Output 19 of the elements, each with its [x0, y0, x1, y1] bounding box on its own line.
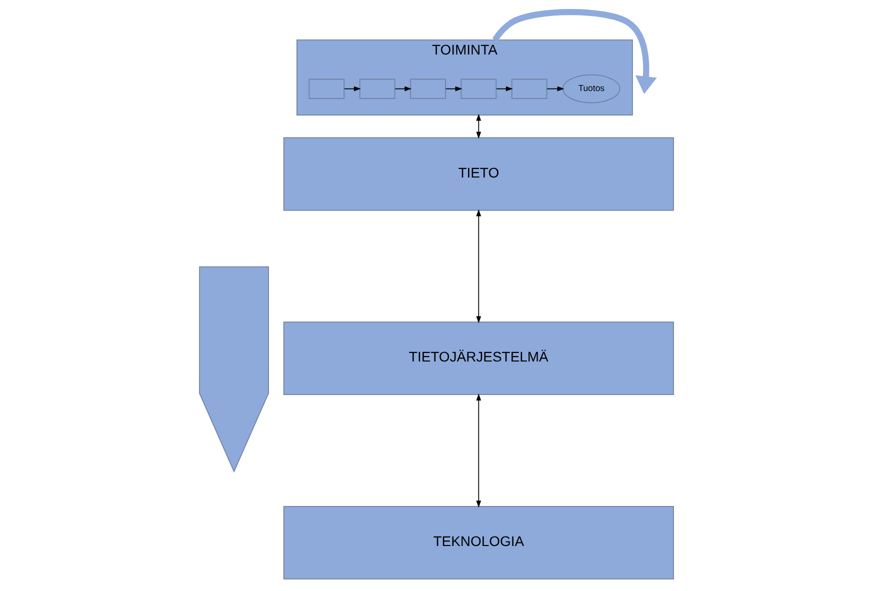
node-box [358, 78, 395, 99]
node-arrow [198, 266, 268, 473]
arrow [476, 114, 481, 139]
arrow [492, 9, 656, 94]
arrow [476, 209, 481, 324]
node-box [308, 78, 344, 99]
node-ellipse: Tuotos [562, 74, 620, 104]
arrow [444, 86, 462, 92]
arrow [546, 86, 564, 92]
node-box [410, 78, 446, 99]
arrow [394, 86, 412, 92]
arrow [476, 394, 481, 508]
node-box: TIETOJÄRJESTELMÄ [282, 322, 674, 396]
node-box [510, 78, 547, 99]
node-box: TIETO [282, 137, 674, 211]
arrow [496, 86, 512, 92]
node-box [460, 78, 496, 99]
node-box: TEKNOLOGIA [282, 506, 674, 580]
arrow [344, 86, 360, 92]
